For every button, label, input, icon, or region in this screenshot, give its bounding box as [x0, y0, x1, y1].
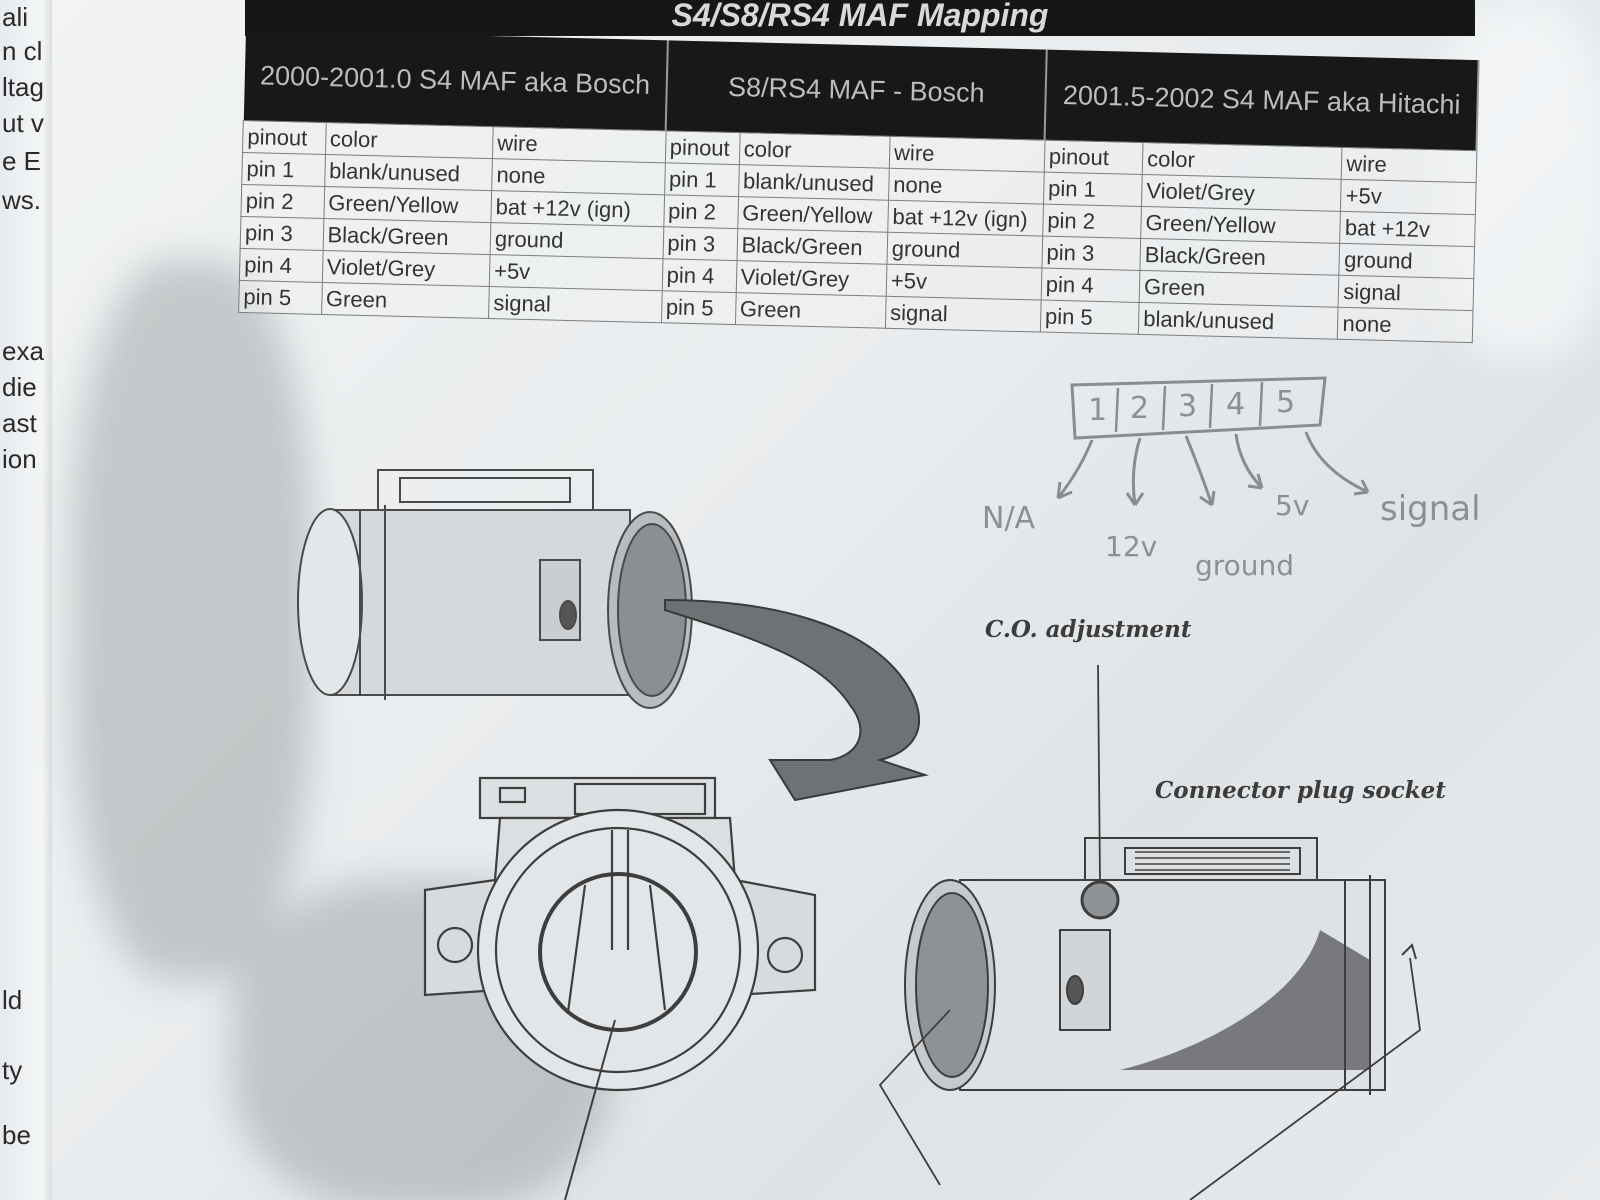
- arrow-pin-2: [1125, 437, 1145, 506]
- socket-rings: [1344, 875, 1371, 1095]
- left-page-fragment: n cl: [2, 36, 43, 66]
- pin-number: 3: [1178, 389, 1197, 424]
- leader-line-body: [1189, 957, 1421, 1200]
- connector-slot: [399, 477, 571, 503]
- maf-side-view-drawing: [297, 469, 693, 709]
- left-page-fragment: ast: [2, 408, 37, 438]
- sensor-probe: [610, 830, 630, 950]
- socket-side-screw: [1066, 975, 1084, 1005]
- pin-label-na: N/A: [982, 501, 1036, 536]
- co-adjustment-leader: [1097, 664, 1101, 881]
- maf-front-view-drawing: [423, 776, 817, 1200]
- front-flange: [476, 808, 760, 1092]
- leader-line-front: [564, 1019, 616, 1200]
- maf-body: [329, 509, 631, 696]
- left-page-fragment: ali: [2, 2, 29, 32]
- co-adjustment-label: C.O. adjustment: [985, 616, 1192, 643]
- adjacent-page-edge: ali n cl ltag ut v e E ws. exa die ast i…: [0, 0, 60, 1200]
- socket-bracket: [1059, 929, 1111, 1031]
- pin-label-5v: 5v: [1275, 489, 1309, 522]
- left-page-fragment: exa: [2, 336, 44, 366]
- connector-plug-socket: [1124, 847, 1301, 875]
- left-page-fragment: ty: [2, 1055, 23, 1085]
- maf-bracket: [539, 559, 581, 641]
- arrow-pin-1: [1056, 439, 1094, 500]
- left-page-fragment: ltag: [2, 72, 44, 102]
- pin-number: 1: [1088, 393, 1107, 428]
- connector-dividers: [1114, 381, 1264, 433]
- left-page-fragment: ld: [2, 985, 23, 1015]
- co-screw: [559, 600, 577, 630]
- connector-sketch: [1070, 376, 1327, 440]
- leader-arrowhead: [1401, 943, 1417, 960]
- maf-inlet-end: [297, 508, 363, 696]
- socket-inlet-bore: [915, 892, 989, 1078]
- maf-rings: [359, 505, 386, 700]
- page-title: S4/S8/RS4 MAF Mapping: [245, 0, 1475, 36]
- maf-socket-view-drawing: [878, 664, 1421, 1200]
- arrow-pin-4: [1234, 433, 1264, 490]
- front-connector-pin: [498, 786, 527, 804]
- left-page-fragment: ws.: [2, 185, 41, 215]
- body-shading: [1120, 930, 1370, 1070]
- rotation-arrow: [664, 598, 929, 802]
- left-page-fragment: ion: [2, 444, 37, 474]
- bore-lines: [566, 884, 667, 1013]
- left-page-fragment: ut v: [2, 108, 44, 138]
- arrow-pin-5: [1304, 431, 1370, 496]
- pin-number: 4: [1226, 387, 1245, 422]
- handwritten-pin-diagram: 1 2 3 4 5 N/A 12v ground 5v signal: [982, 376, 1481, 582]
- socket-pins: [1135, 851, 1290, 871]
- mount-hole-right: [766, 936, 804, 974]
- left-page-fragment: die: [2, 372, 37, 402]
- connector-housing: [377, 469, 594, 511]
- arrow-pin-3: [1184, 435, 1216, 507]
- pin-label-ground: ground: [1195, 549, 1294, 582]
- pin-number: 5: [1276, 385, 1295, 420]
- pin-number: 2: [1130, 391, 1149, 426]
- mount-hole-left: [436, 926, 474, 964]
- connector-socket-label: Connector plug socket: [1155, 777, 1446, 804]
- co-adjustment-screw: [1080, 880, 1120, 920]
- front-flange-inner: [494, 826, 742, 1074]
- pin-label-signal: signal: [1380, 489, 1481, 529]
- leader-line-inlet: [878, 1009, 951, 1186]
- pin-label-12v: 12v: [1105, 530, 1157, 563]
- socket-housing: [1084, 837, 1318, 885]
- left-page-fragment: e E: [2, 146, 42, 176]
- hand-shadow: [72, 260, 312, 980]
- front-bore: [538, 872, 698, 1032]
- left-page-fragment: be: [2, 1120, 31, 1150]
